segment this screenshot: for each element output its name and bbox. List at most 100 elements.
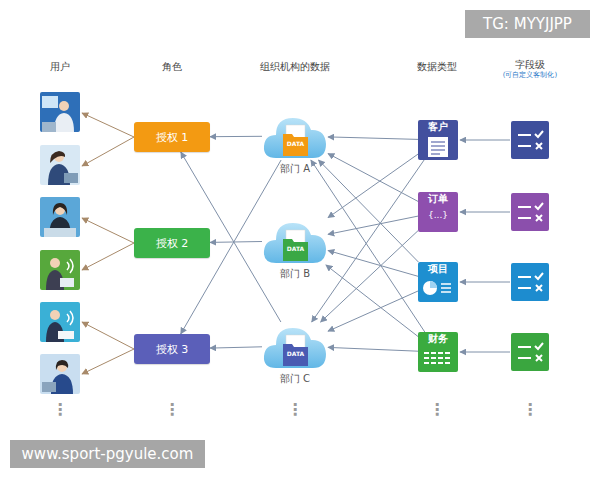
doc-sheet	[428, 137, 448, 157]
connector-arrow	[326, 265, 418, 337]
icon-hair	[53, 203, 67, 215]
ellipsis-dots: ⋮	[157, 400, 187, 419]
icon-desk	[42, 122, 56, 132]
folder-body	[283, 239, 308, 261]
leader-line	[460, 352, 510, 353]
icon-tablet	[60, 278, 74, 287]
cloud-shape	[262, 217, 328, 265]
column-header: 用户	[30, 60, 90, 74]
icon-wifi	[67, 311, 73, 325]
user-icons	[40, 92, 80, 394]
connector-arrow	[328, 347, 418, 351]
ellipsis-dots: ⋮	[422, 400, 452, 419]
icon-head	[50, 258, 60, 268]
icon-head	[59, 101, 69, 111]
type-symbol: {...}	[418, 209, 458, 221]
pie-lines	[441, 284, 451, 292]
leader-line	[82, 218, 134, 243]
leader-line	[460, 140, 510, 141]
type-label: 财务	[418, 332, 458, 345]
field-icons	[511, 121, 549, 371]
role-box: 授权 3	[134, 334, 210, 364]
folder-label: DATA	[284, 245, 307, 253]
folder-body	[283, 134, 308, 156]
icon-bg	[40, 354, 80, 394]
icon-window	[42, 96, 58, 108]
connector-arrow	[210, 136, 262, 137]
icon-cross	[536, 143, 542, 149]
leader-line	[82, 349, 134, 374]
column-subheader: (可自定义客制化)	[480, 70, 580, 80]
icon-body	[54, 113, 74, 132]
table-grid	[424, 353, 452, 363]
icon-hair	[50, 151, 65, 163]
cloud-outline	[264, 328, 326, 368]
cloud-outline	[264, 223, 326, 263]
leader-line	[82, 243, 134, 270]
connector-arrow	[328, 291, 418, 331]
field-icon	[511, 263, 549, 301]
icon-check	[535, 131, 543, 137]
icon-bg	[40, 302, 80, 342]
icon-cross	[536, 355, 542, 361]
connector-arrow	[210, 347, 262, 348]
role-label: 授权 2	[156, 236, 189, 251]
doc-lines	[431, 142, 445, 154]
icon-bg	[511, 333, 549, 371]
folder-body	[283, 344, 308, 366]
cloud-shape	[262, 112, 328, 160]
icon-check	[535, 343, 543, 349]
type-pictogram	[418, 135, 458, 159]
icon-lines	[518, 207, 531, 218]
user-leader-lines	[82, 113, 134, 374]
watermark-tag: TG: MYYJJPP	[465, 10, 590, 38]
field-icon	[511, 193, 549, 231]
role-label: 授权 3	[156, 342, 189, 357]
connector-arrow	[328, 154, 418, 202]
department-label: 部门 C	[252, 372, 338, 386]
icon-lines	[518, 135, 531, 146]
type-pictogram	[418, 347, 458, 371]
icon-phone	[58, 331, 74, 339]
icon-screen	[42, 382, 56, 392]
icon-check	[535, 203, 543, 209]
column-header: 角色	[142, 60, 202, 74]
ellipsis-dots: ⋮	[515, 400, 545, 419]
icon-bg	[511, 121, 549, 159]
leader-line	[82, 322, 134, 349]
icon-bg	[40, 197, 80, 237]
icon-bg	[511, 193, 549, 231]
data-type-box: 客户	[418, 120, 458, 160]
role-box: 授权 2	[134, 228, 210, 258]
icon-cross	[536, 215, 542, 221]
data-type-box: 订单{...}	[418, 192, 458, 232]
user-icon	[40, 92, 80, 132]
connector-arrow	[321, 231, 418, 322]
connector-arrow	[210, 241, 262, 243]
icon-desk	[44, 228, 76, 237]
pie-slice	[430, 281, 437, 288]
icon-bg	[40, 145, 80, 185]
department-label: 部门 A	[252, 162, 338, 176]
department-label: 部门 B	[252, 267, 338, 281]
user-icon	[40, 354, 80, 394]
leader-line	[460, 212, 510, 213]
column-header: 数据类型	[397, 60, 477, 74]
field-leader-lines	[460, 140, 510, 352]
type-label: 项目	[418, 262, 458, 275]
type-label: 客户	[418, 120, 458, 133]
type-pictogram	[418, 277, 458, 301]
ellipsis-dots: ⋮	[45, 400, 75, 419]
user-icon	[40, 145, 80, 185]
role-box: 授权 1	[134, 122, 210, 152]
icon-hair	[56, 360, 68, 370]
data-cloud: DATA部门 C	[262, 322, 328, 370]
ellipsis-dots: ⋮	[280, 400, 310, 419]
data-cloud: DATA部门 B	[262, 217, 328, 265]
data-type-box: 财务	[418, 332, 458, 372]
folder-label: DATA	[284, 140, 307, 148]
icon-check	[535, 273, 543, 279]
connector-arrow	[328, 216, 418, 234]
connector-arrow	[311, 160, 425, 332]
